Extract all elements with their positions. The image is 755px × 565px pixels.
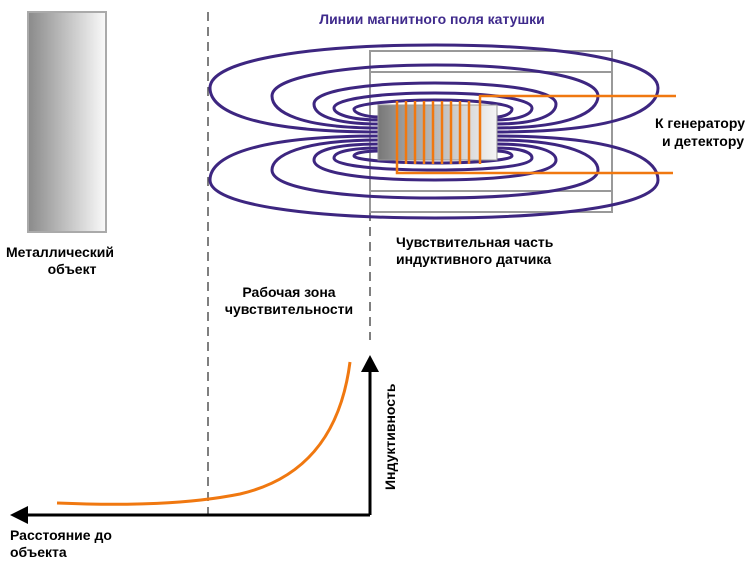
generator-label-1: К генератору	[655, 115, 745, 131]
y-axis-arrow-icon	[361, 355, 379, 372]
working-zone-label-2: чувствительности	[225, 301, 353, 317]
field-lines-title: Линии магнитного поля катушки	[319, 11, 544, 27]
sensor-part-label-1: Чувствительная часть	[396, 234, 554, 250]
metal-object-label-1: Металлический	[6, 244, 114, 260]
y-axis-label: Индуктивность	[382, 383, 398, 490]
magnetic-field-lines	[208, 43, 660, 220]
metal-object-label-2: объект	[48, 261, 97, 277]
x-axis-label-2: объекта	[10, 544, 67, 560]
metal-object	[27, 11, 107, 233]
sensor-part-label-2: индуктивного датчика	[396, 251, 551, 267]
x-axis-label-1: Расстояние до	[10, 527, 112, 543]
x-axis-arrow-icon	[10, 506, 28, 524]
working-zone-label-1: Рабочая зона	[242, 284, 335, 300]
generator-label-2: и детектору	[662, 133, 744, 149]
inductance-curve	[56, 361, 352, 506]
coil-winding	[395, 94, 676, 175]
